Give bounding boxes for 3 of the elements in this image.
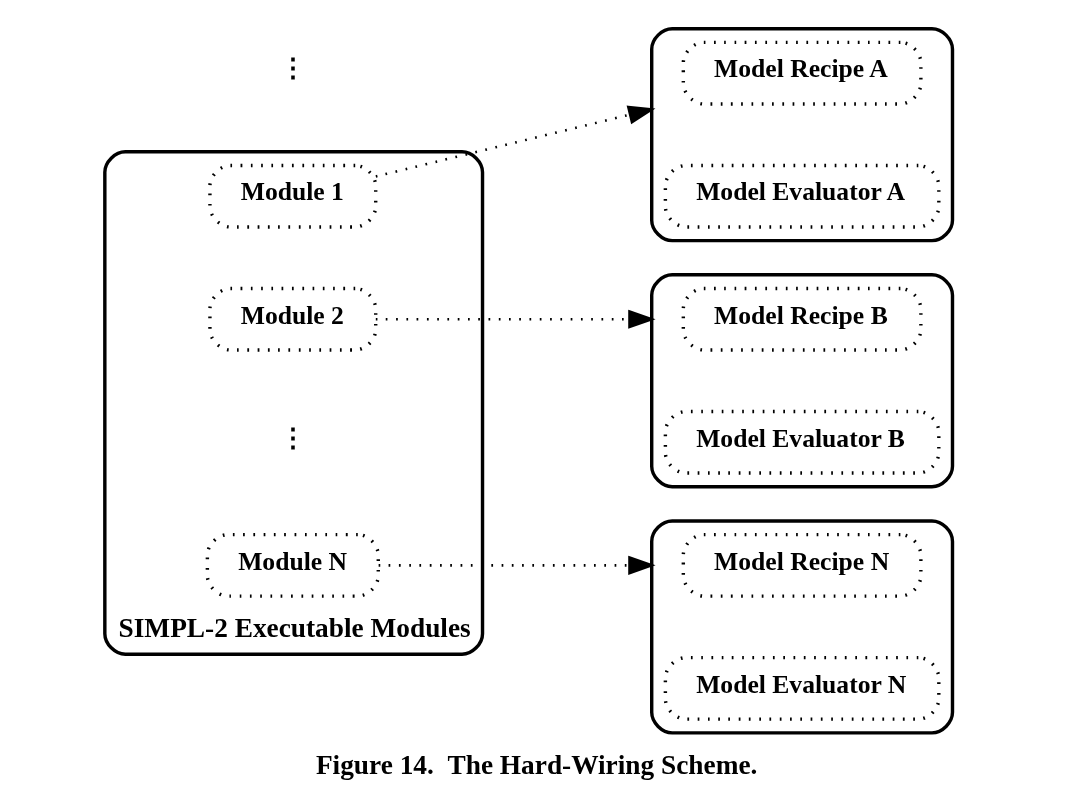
label: ⋮ [279, 423, 306, 453]
label: ⋮ [279, 54, 306, 84]
caption: Figure 14. The Hard-Wiring Scheme. [315, 749, 757, 780]
